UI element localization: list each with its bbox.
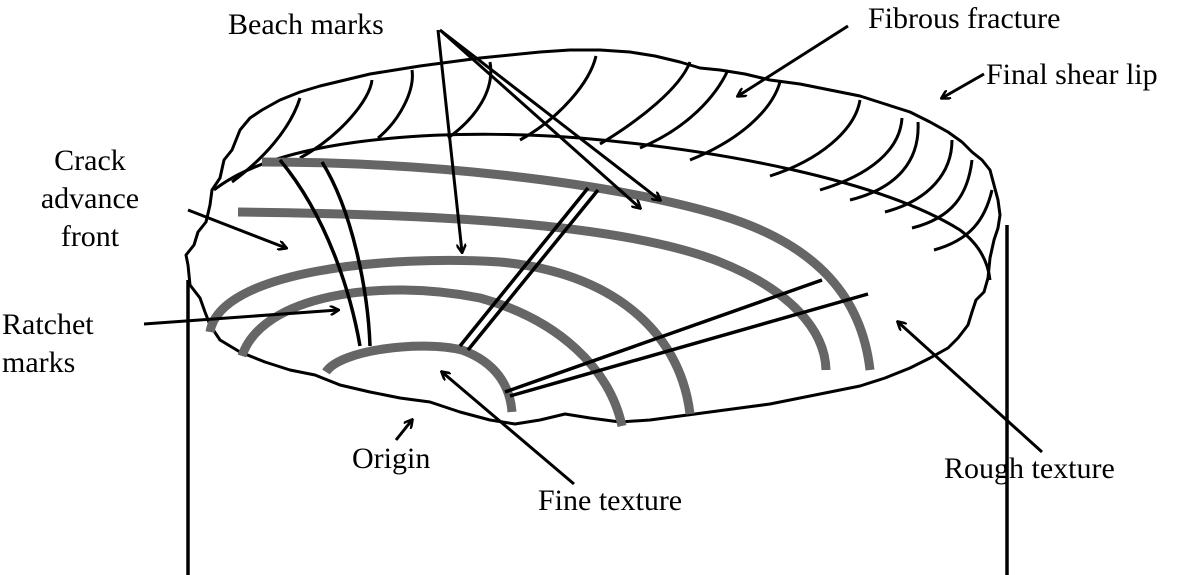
label-ratchet-marks: Ratchet marks (2, 306, 94, 382)
label-fibrous-fracture: Fibrous fracture (868, 2, 1061, 35)
beach-marks (205, 157, 875, 427)
arrow-ratchet-marks (143, 310, 338, 326)
arrow-origin (394, 420, 412, 441)
beach-mark-2 (237, 285, 627, 427)
arrow-crack-advance (187, 208, 286, 248)
label-origin: Origin (352, 442, 431, 475)
arrow-fine-texture (442, 372, 575, 486)
label-crack-advance-front-line2: advance (40, 182, 140, 215)
label-ratchet-marks-line2: marks (2, 346, 76, 379)
label-crack-advance-front-line1: Crack (54, 144, 126, 177)
arrow-beach-marks-b (439, 28, 640, 208)
beach-mark-3 (205, 255, 695, 415)
label-final-shear-lip: Final shear lip (986, 58, 1158, 91)
label-crack-advance-front: Crack advance front (30, 142, 150, 256)
shear-lip-inner-edge (213, 132, 992, 281)
beach-mark-5 (261, 157, 875, 371)
beach-mark-4 (237, 207, 831, 371)
arrow-beach-marks-a (436, 29, 462, 252)
annotation-arrows (143, 24, 1044, 486)
label-fine-texture: Fine texture (538, 484, 683, 517)
ratchet-marks-lines (278, 158, 372, 347)
arrow-beach-marks-c (439, 28, 660, 200)
label-beach-marks: Beach marks (228, 8, 384, 41)
arrow-final-shear-lip (942, 72, 985, 98)
beach-mark-1 (322, 341, 517, 413)
label-ratchet-marks-line1: Ratchet (2, 308, 94, 341)
texture-lines (458, 186, 869, 398)
label-crack-advance-front-line3: front (60, 220, 120, 253)
arrow-fibrous-fracture (738, 24, 849, 96)
fracture-surface-outline (184, 48, 1002, 426)
shear-lip-arcs (231, 55, 994, 252)
arrow-rough-texture (898, 322, 1044, 454)
label-rough-texture: Rough texture (944, 452, 1115, 485)
